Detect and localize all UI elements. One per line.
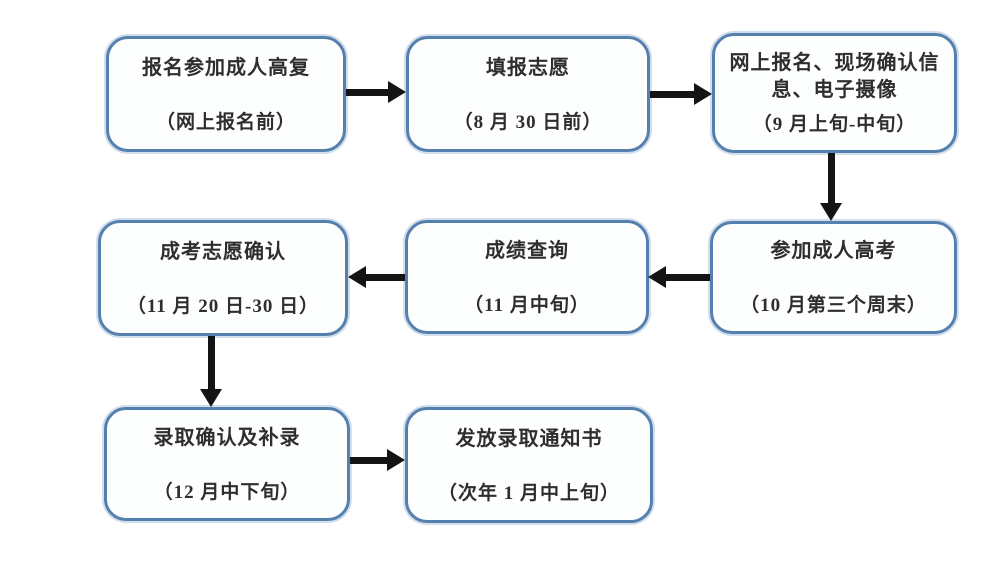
node-title: 网上报名、现场确认信息、电子摄像 [729,52,940,101]
arrow-head [694,83,712,105]
arrow-fill-to-online-icon [650,83,712,105]
arrow-admission-to-notice-icon [350,449,405,471]
arrow-shaft [828,153,835,206]
arrow-head [200,389,222,407]
node-date: （11 月 20 日-30 日） [126,295,320,317]
arrow-shaft [650,91,697,98]
arrow-register-to-fill-icon [346,81,406,103]
arrow-shaft [663,274,710,281]
node-date: （10 月第三个周末） [740,295,927,316]
flow-node-take-exam: 参加成人高考 （10 月第三个周末） [710,221,957,334]
node-title: 参加成人高考 [770,240,897,262]
node-title: 报名参加成人高复 [142,56,310,79]
flow-node-online-registration: 网上报名、现场确认信息、电子摄像 （9 月上旬-中旬） [712,33,957,153]
flow-node-admission-confirm: 录取确认及补录 （12 月中下旬） [104,407,350,521]
node-date: （8 月 30 日前） [453,111,603,133]
node-date: （网上报名前） [155,111,296,133]
node-date: （11 月中旬） [464,294,590,316]
arrow-exam-to-score-icon [648,266,710,288]
flow-node-register-prep: 报名参加成人高复 （网上报名前） [106,36,346,152]
flow-node-preference-confirm: 成考志愿确认 （11 月 20 日-30 日） [98,220,348,336]
node-title: 填报志愿 [486,56,570,79]
arrow-shaft [346,89,391,96]
arrow-shaft [208,336,215,392]
node-title: 发放录取通知书 [455,427,603,450]
flow-node-fill-preferences: 填报志愿 （8 月 30 日前） [406,36,650,152]
arrow-shaft [363,274,405,281]
arrow-online-to-exam-icon [820,153,842,221]
arrow-head [387,449,405,471]
arrow-head [820,203,842,221]
node-date: （次年 1 月中上旬） [437,482,620,504]
arrow-score-to-confirm-icon [348,266,405,288]
node-date: （9 月上旬-中旬） [752,114,917,135]
arrow-head [348,266,366,288]
flow-node-send-notice: 发放录取通知书 （次年 1 月中上旬） [405,407,653,523]
arrow-confirm-to-admission-icon [200,336,222,407]
node-title: 录取确认及补录 [153,426,301,449]
flow-node-score-inquiry: 成绩查询 （11 月中旬） [405,220,649,334]
node-title: 成考志愿确认 [160,240,286,263]
arrow-head [648,266,666,288]
arrow-shaft [350,457,390,464]
node-date: （12 月中下旬） [153,481,301,503]
arrow-head [388,81,406,103]
node-title: 成绩查询 [485,239,569,262]
